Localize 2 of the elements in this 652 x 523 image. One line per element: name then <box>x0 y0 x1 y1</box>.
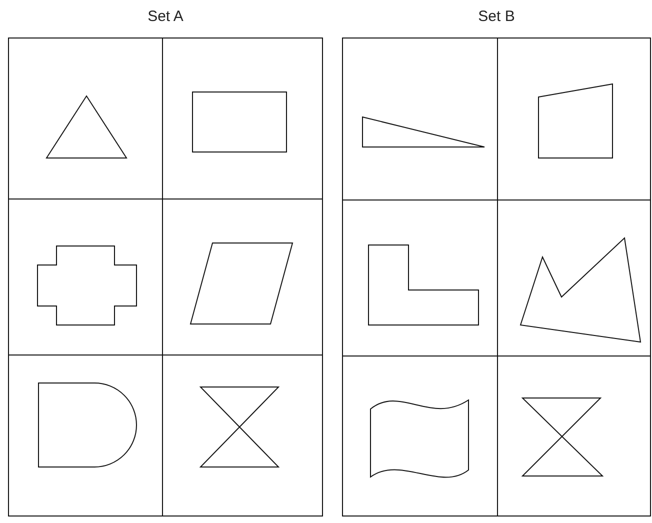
set-heading: Set B <box>477 8 516 26</box>
set-heading: Set A <box>146 8 184 26</box>
